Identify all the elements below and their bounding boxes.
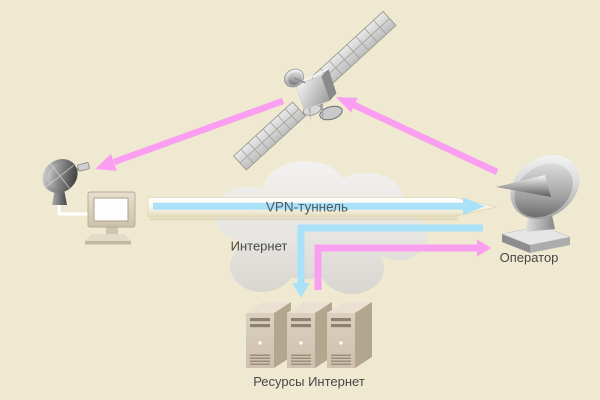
vpn-tunnel-label: VPN-туннель [266, 200, 348, 215]
satellite-icon [232, 10, 397, 171]
vpn-tunnel-arrow: VPN-туннель [147, 197, 497, 221]
solar-panel-grid [239, 108, 300, 164]
dish-feed-cone [496, 175, 551, 197]
server-tower [327, 302, 372, 368]
satellite-dish-antenna [284, 68, 306, 88]
dish-cable [57, 204, 92, 216]
link-operator-to-servers-arrow [292, 224, 483, 298]
arrow-shaft [314, 244, 477, 290]
subscriber-station [42, 159, 136, 245]
subscriber-computer-icon [85, 191, 136, 245]
arrow-head [477, 239, 491, 257]
vpn-blue-arrow [153, 197, 485, 215]
server-tower [246, 302, 291, 368]
arrow-shaft [112, 97, 285, 166]
operator-base [501, 225, 571, 253]
link-operator-to-satellite-arrow [336, 97, 499, 175]
internet-resources-label: Ресурсы Интернет [253, 374, 365, 389]
internet-cloud-label: Интернет [231, 239, 288, 254]
operator-station [496, 155, 580, 253]
arrow-head [463, 197, 485, 215]
arrow-head [292, 283, 310, 298]
dish-cross-struts [45, 163, 75, 189]
computer-base-front [85, 241, 131, 245]
dish-feed-horn [77, 162, 90, 172]
tunnel-shadow [150, 217, 458, 221]
solar-panel [232, 101, 307, 171]
link-servers-to-operator-arrow [314, 239, 491, 290]
arrow-shaft [297, 224, 483, 284]
arrow-head [95, 153, 117, 171]
link-satellite-to-subscriber-arrow [95, 97, 285, 171]
arrow-head [336, 97, 358, 113]
subscriber-dish-icon [42, 159, 90, 205]
computer-base-top [85, 234, 131, 241]
server-tower [287, 302, 332, 368]
internet-servers-icon [246, 302, 372, 368]
operator-dish-icon [496, 155, 580, 219]
arrow-shaft [153, 202, 463, 210]
operator-label: Оператор [500, 250, 559, 265]
monitor-neck [106, 226, 118, 234]
arrow-shaft [352, 102, 499, 175]
monitor-screen [93, 197, 129, 222]
dish-stand [52, 189, 67, 205]
